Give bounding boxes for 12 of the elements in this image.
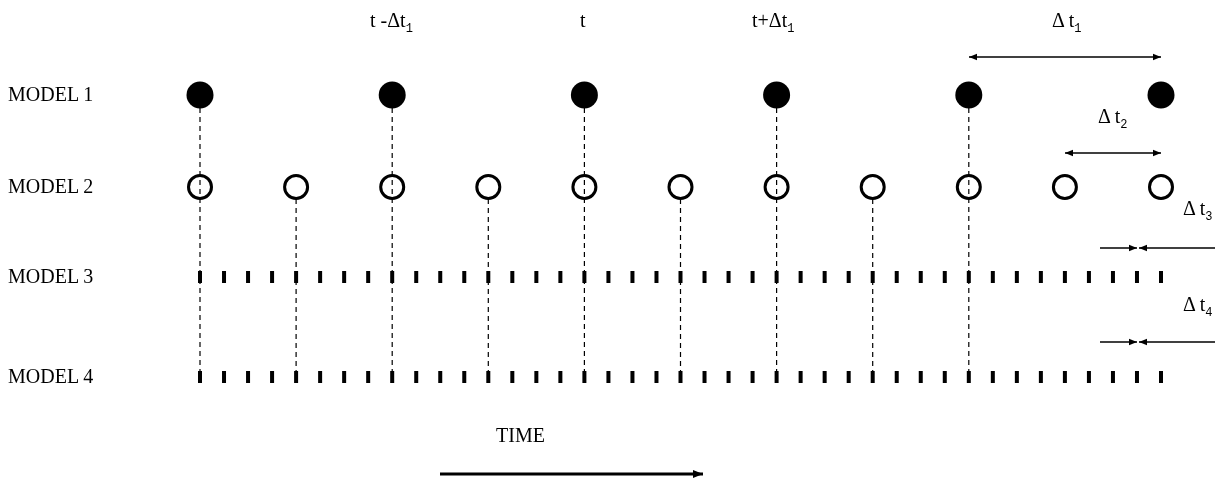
interval-label: Δ t$_{1}$ — [1052, 8, 1082, 38]
interval-label: Δ t$_{2}$ — [1098, 104, 1128, 134]
time-label: t -Δt$_{1}$ — [370, 8, 413, 38]
interval-label: Δ t$_{4}$ — [1183, 292, 1213, 322]
row-label: MODEL 1 — [8, 82, 94, 106]
row-label: MODEL 3 — [8, 264, 94, 288]
row-label: MODEL 4 — [8, 364, 94, 388]
time-label: t — [580, 8, 586, 32]
axis-title: TIME — [496, 423, 545, 447]
row-label: MODEL 2 — [8, 174, 94, 198]
time-label: t+Δt$_{1}$ — [752, 8, 795, 38]
interval-label: Δ t$_{3}$ — [1183, 196, 1213, 226]
